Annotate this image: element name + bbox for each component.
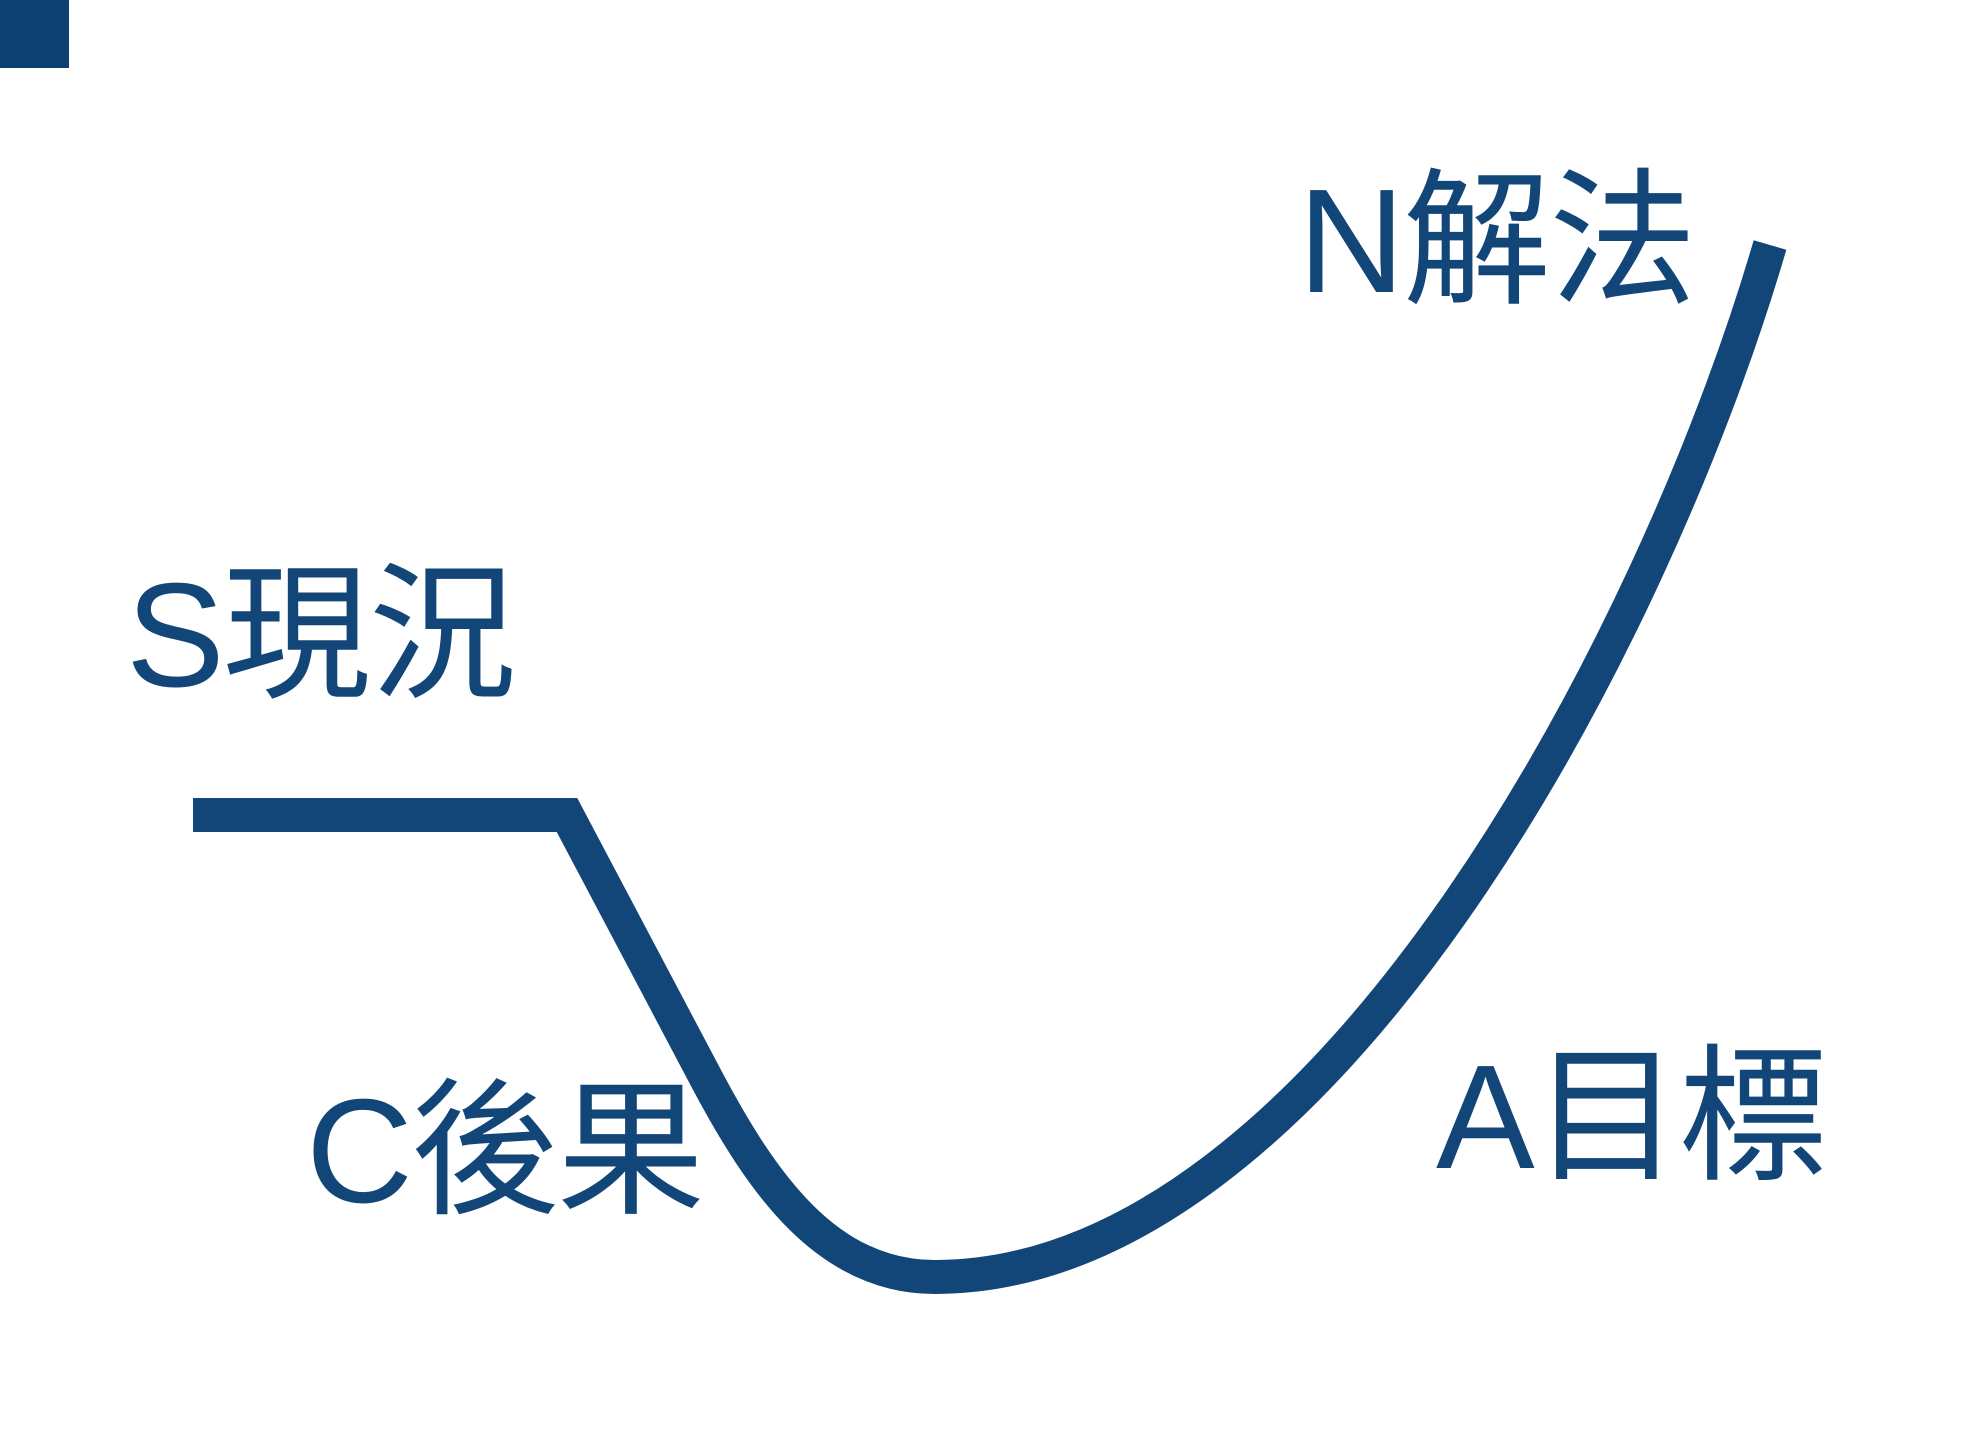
label-situation: S現況	[126, 553, 517, 718]
corner-accent-square	[0, 0, 69, 68]
label-consequence: C後果	[306, 1069, 705, 1234]
label-aim: A目標	[1436, 1035, 1827, 1200]
valley-curve-path	[193, 240, 1787, 1295]
label-solution: N解法	[1298, 159, 1697, 324]
